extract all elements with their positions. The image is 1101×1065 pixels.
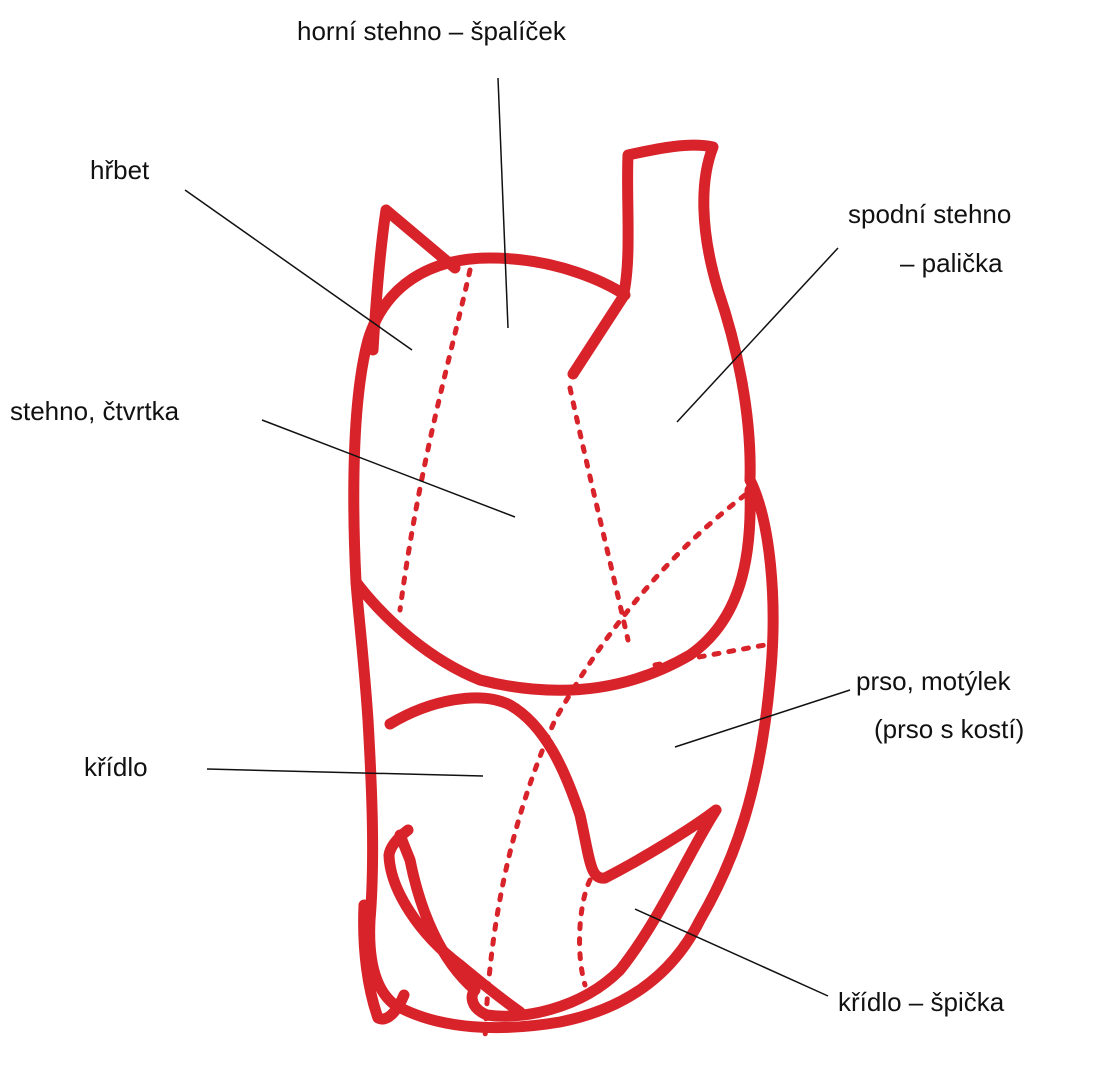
label-kridlo-spicka: křídlo – špička [838,985,1004,1019]
body-outline [356,480,773,1028]
leader-stehno-ctvrtka [262,420,515,517]
leader-spodni-stehno [677,248,838,422]
thigh-quarter-outline [354,258,750,690]
label-horni-stehno: horní stehno – špalíček [297,14,566,48]
leader-kridlo-spicka [635,909,828,996]
wing-cut-line [580,880,590,985]
breast-side-cut-line [655,645,765,665]
label-prso-line2: (prso s kostí) [874,712,1024,746]
thigh-drumstick-cut-line [570,388,628,640]
label-spodni-stehno-line2: – palička [900,246,1003,280]
label-kridlo: křídlo [84,750,148,784]
back-cut-line [400,270,470,610]
label-prso-line1: prso, motýlek [856,664,1011,698]
drumstick-outline [573,145,750,480]
label-stehno-ctvrtka: stehno, čtvrtka [10,394,179,428]
label-spodni-stehno-line1: spodní stehno [848,197,1011,231]
chicken-outlines [354,145,773,1027]
label-hrbet: hřbet [90,153,149,187]
leader-horni-stehno [498,78,508,328]
leader-kridlo [207,769,483,776]
